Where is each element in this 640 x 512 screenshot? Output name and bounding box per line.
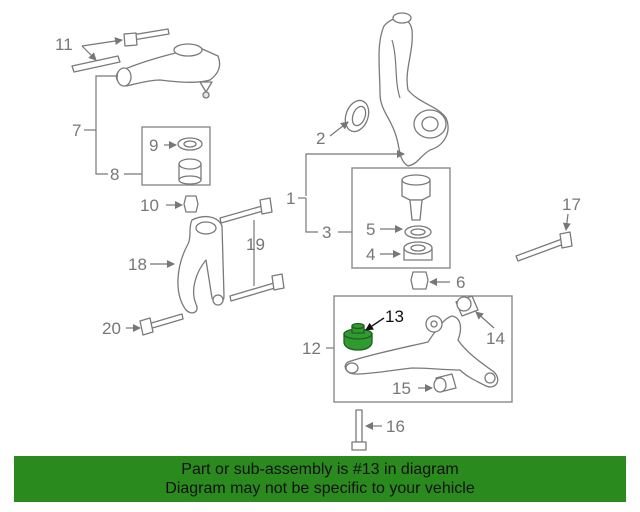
callout-3: 3 (322, 223, 331, 242)
upper-arm-bushing (177, 137, 203, 185)
callout-8: 8 (110, 165, 119, 184)
bolt-17 (515, 231, 573, 262)
callout-13: 13 (385, 307, 404, 326)
callout-15: 15 (392, 379, 411, 398)
callout-20: 20 (102, 319, 121, 338)
callout-17: 17 (562, 195, 581, 214)
bolt-16 (351, 409, 367, 451)
snap-ring-5 (404, 225, 432, 239)
banner-line-1: Part or sub-assembly is #13 in diagram (181, 461, 459, 478)
nut-6 (410, 271, 429, 290)
ball-joint-kit-box (351, 167, 451, 269)
callout-14: 14 (486, 329, 505, 348)
upper-arm-bolt (71, 28, 170, 73)
ball-joint (401, 174, 431, 221)
steering-knuckle (378, 12, 449, 167)
callout-7: 7 (72, 121, 81, 140)
lower-arm-box (333, 295, 513, 403)
bolt-20 (139, 313, 184, 336)
callout-1: 1 (286, 189, 295, 208)
bushing-14 (455, 295, 479, 317)
callout-6: 6 (456, 273, 465, 292)
callout-18: 18 (128, 255, 147, 274)
info-banner: Part or sub-assembly is #13 in diagram D… (14, 456, 626, 502)
callout-12: 12 (302, 339, 321, 358)
banner-line-2: Diagram may not be specific to your vehi… (165, 480, 475, 497)
bushing-kit-box (141, 126, 211, 186)
nut-10 (183, 195, 199, 213)
callout-16: 16 (386, 417, 405, 436)
callout-2: 2 (316, 129, 325, 148)
bushing-15 (433, 373, 457, 393)
boot-4 (403, 241, 433, 261)
bushing-13-highlighted[interactable] (343, 322, 373, 351)
lower-control-arm (344, 315, 499, 388)
callout-10: 10 (140, 196, 159, 215)
fork-bolt-lower (229, 273, 285, 302)
damper-fork (177, 215, 225, 314)
callout-19: 19 (246, 235, 265, 254)
dust-shield-ring (344, 99, 370, 133)
callout-5: 5 (366, 220, 375, 239)
callout-9: 9 (149, 136, 158, 155)
upper-control-arm (115, 43, 221, 99)
callout-11: 11 (55, 35, 73, 54)
fork-bolt-upper (219, 197, 273, 224)
callout-4: 4 (366, 245, 375, 264)
